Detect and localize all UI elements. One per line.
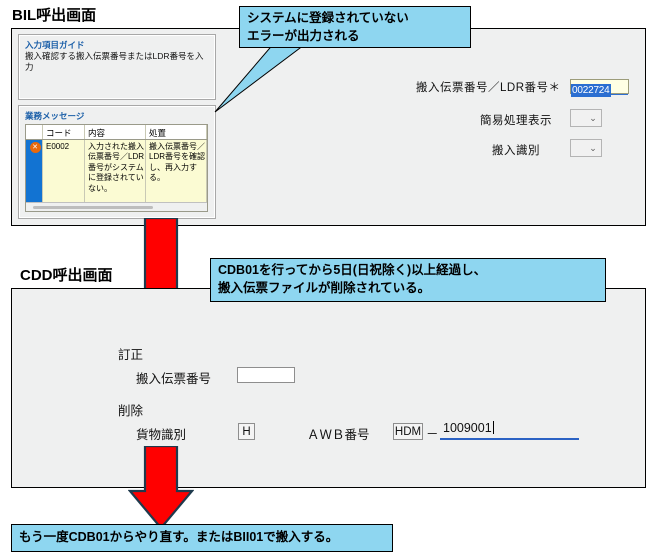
cargo-identifier-label: 貨物識別 xyxy=(136,428,187,442)
bil-screen-title: BIL呼出画面 xyxy=(12,7,97,24)
correction-slip-label: 搬入伝票番号 xyxy=(136,372,212,386)
error-icon: ✕ xyxy=(29,142,41,153)
text-caret xyxy=(492,421,494,434)
awb-prefix-input[interactable]: HDM xyxy=(393,423,423,440)
chevron-down-icon: ⌄ xyxy=(589,143,597,153)
row-content: 入力された搬入伝票番号／LDR番号がシステムに登録されていない。 xyxy=(85,140,146,203)
bottom-callout: もう一度CDB01からやり直す。またはBII01で搬入する。 xyxy=(11,524,393,552)
error-callout-tail xyxy=(214,41,310,113)
table-row[interactable]: ✕ E0002 入力された搬入伝票番号／LDR番号がシステムに登録されていない。… xyxy=(26,140,207,203)
awb-number-label: ＡＷＢ番号 xyxy=(307,428,370,442)
awb-number-input[interactable]: 1009001 xyxy=(440,421,579,440)
field-underline xyxy=(571,94,628,95)
row-code: E0002 xyxy=(43,140,85,203)
awb-separator: － xyxy=(426,427,439,441)
message-grid-header: コード 内容 処置 xyxy=(26,125,207,140)
awb-number-value: 1009001 xyxy=(443,421,492,435)
cdd-screen-title: CDD呼出画面 xyxy=(20,267,113,284)
cargo-identifier-input[interactable]: H xyxy=(238,423,255,440)
import-slip-number-input[interactable]: 0022724 xyxy=(570,79,629,97)
arrow-down-icon xyxy=(128,446,194,530)
simple-process-display-select[interactable]: ⌄ xyxy=(570,109,602,127)
correction-heading: 訂正 xyxy=(118,348,144,362)
label-simple-process-display: 簡易処理表示 xyxy=(480,115,552,127)
cdd-app-panel xyxy=(11,288,646,488)
input-guide-title: 入力項目ガイド xyxy=(25,40,85,50)
col-header-content: 内容 xyxy=(85,125,146,139)
message-grid-hscrollbar[interactable] xyxy=(26,202,207,211)
input-guide-text: 搬入確認する搬入伝票番号またはLDR番号を入力 xyxy=(25,51,204,73)
deletion-heading: 削除 xyxy=(118,404,144,418)
col-header-icon xyxy=(26,125,43,139)
col-header-action: 処置 xyxy=(146,125,207,139)
import-slip-number-value: 0022724 xyxy=(571,84,611,97)
row-action: 搬入伝票番号／LDR番号を確認し、再入力する。 xyxy=(146,140,207,203)
import-identifier-select[interactable]: ⌄ xyxy=(570,139,602,157)
scrollbar-thumb[interactable] xyxy=(33,206,153,209)
label-import-slip-number: 搬入伝票番号／LDR番号＊ xyxy=(416,82,561,94)
business-message-grid[interactable]: コード 内容 処置 ✕ E0002 入力された搬入伝票番号／LDR番号がシステム… xyxy=(25,124,208,212)
label-import-identifier: 搬入識別 xyxy=(492,145,540,157)
chevron-down-icon: ⌄ xyxy=(589,113,597,123)
row-status-cell: ✕ xyxy=(26,140,43,203)
business-message-title: 業務メッセージ xyxy=(25,111,85,121)
cdd-callout: CDB01を行ってから5日(日祝除く)以上経過し、 搬入伝票ファイルが削除されて… xyxy=(210,258,606,302)
error-callout: システムに登録されていない エラーが出力される xyxy=(239,6,471,48)
correction-slip-input[interactable] xyxy=(237,367,295,383)
col-header-code: コード xyxy=(43,125,85,139)
input-guide-groupbox xyxy=(18,34,216,100)
